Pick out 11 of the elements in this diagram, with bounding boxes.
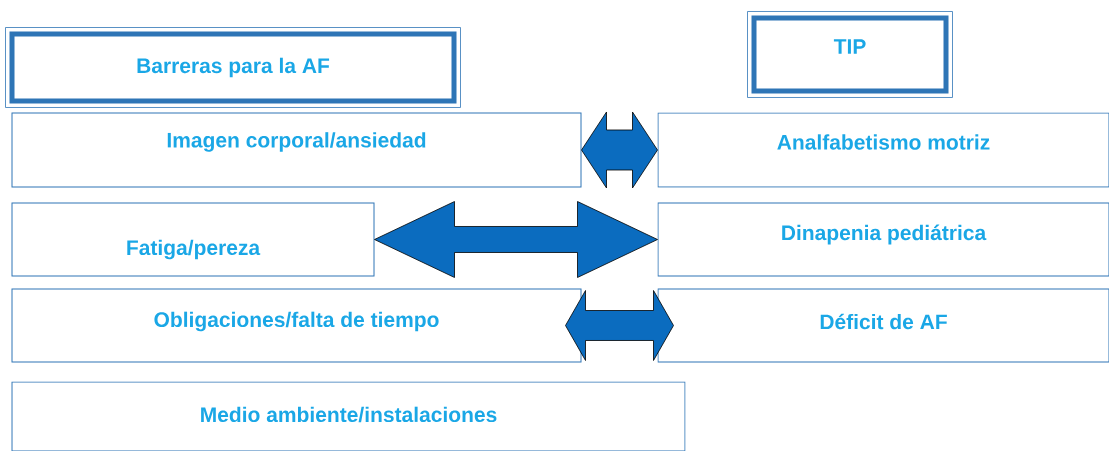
heading-box: Barreras para la AF <box>5 27 461 108</box>
text-box: Fatiga/pereza <box>11 202 375 277</box>
text-box: Medio ambiente/instalaciones <box>11 381 686 451</box>
text-box: Imagen corporal/ansiedad <box>11 112 582 188</box>
double-arrow <box>581 111 658 189</box>
text-box: Analfabetismo motriz <box>657 112 1109 188</box>
double-arrow <box>374 201 658 278</box>
text-box: Dinapenia pediátrica <box>657 202 1109 277</box>
heading-box: TIP <box>747 11 953 98</box>
text-box: Obligaciones/falta de tiempo <box>11 288 582 363</box>
double-arrow <box>565 290 674 361</box>
